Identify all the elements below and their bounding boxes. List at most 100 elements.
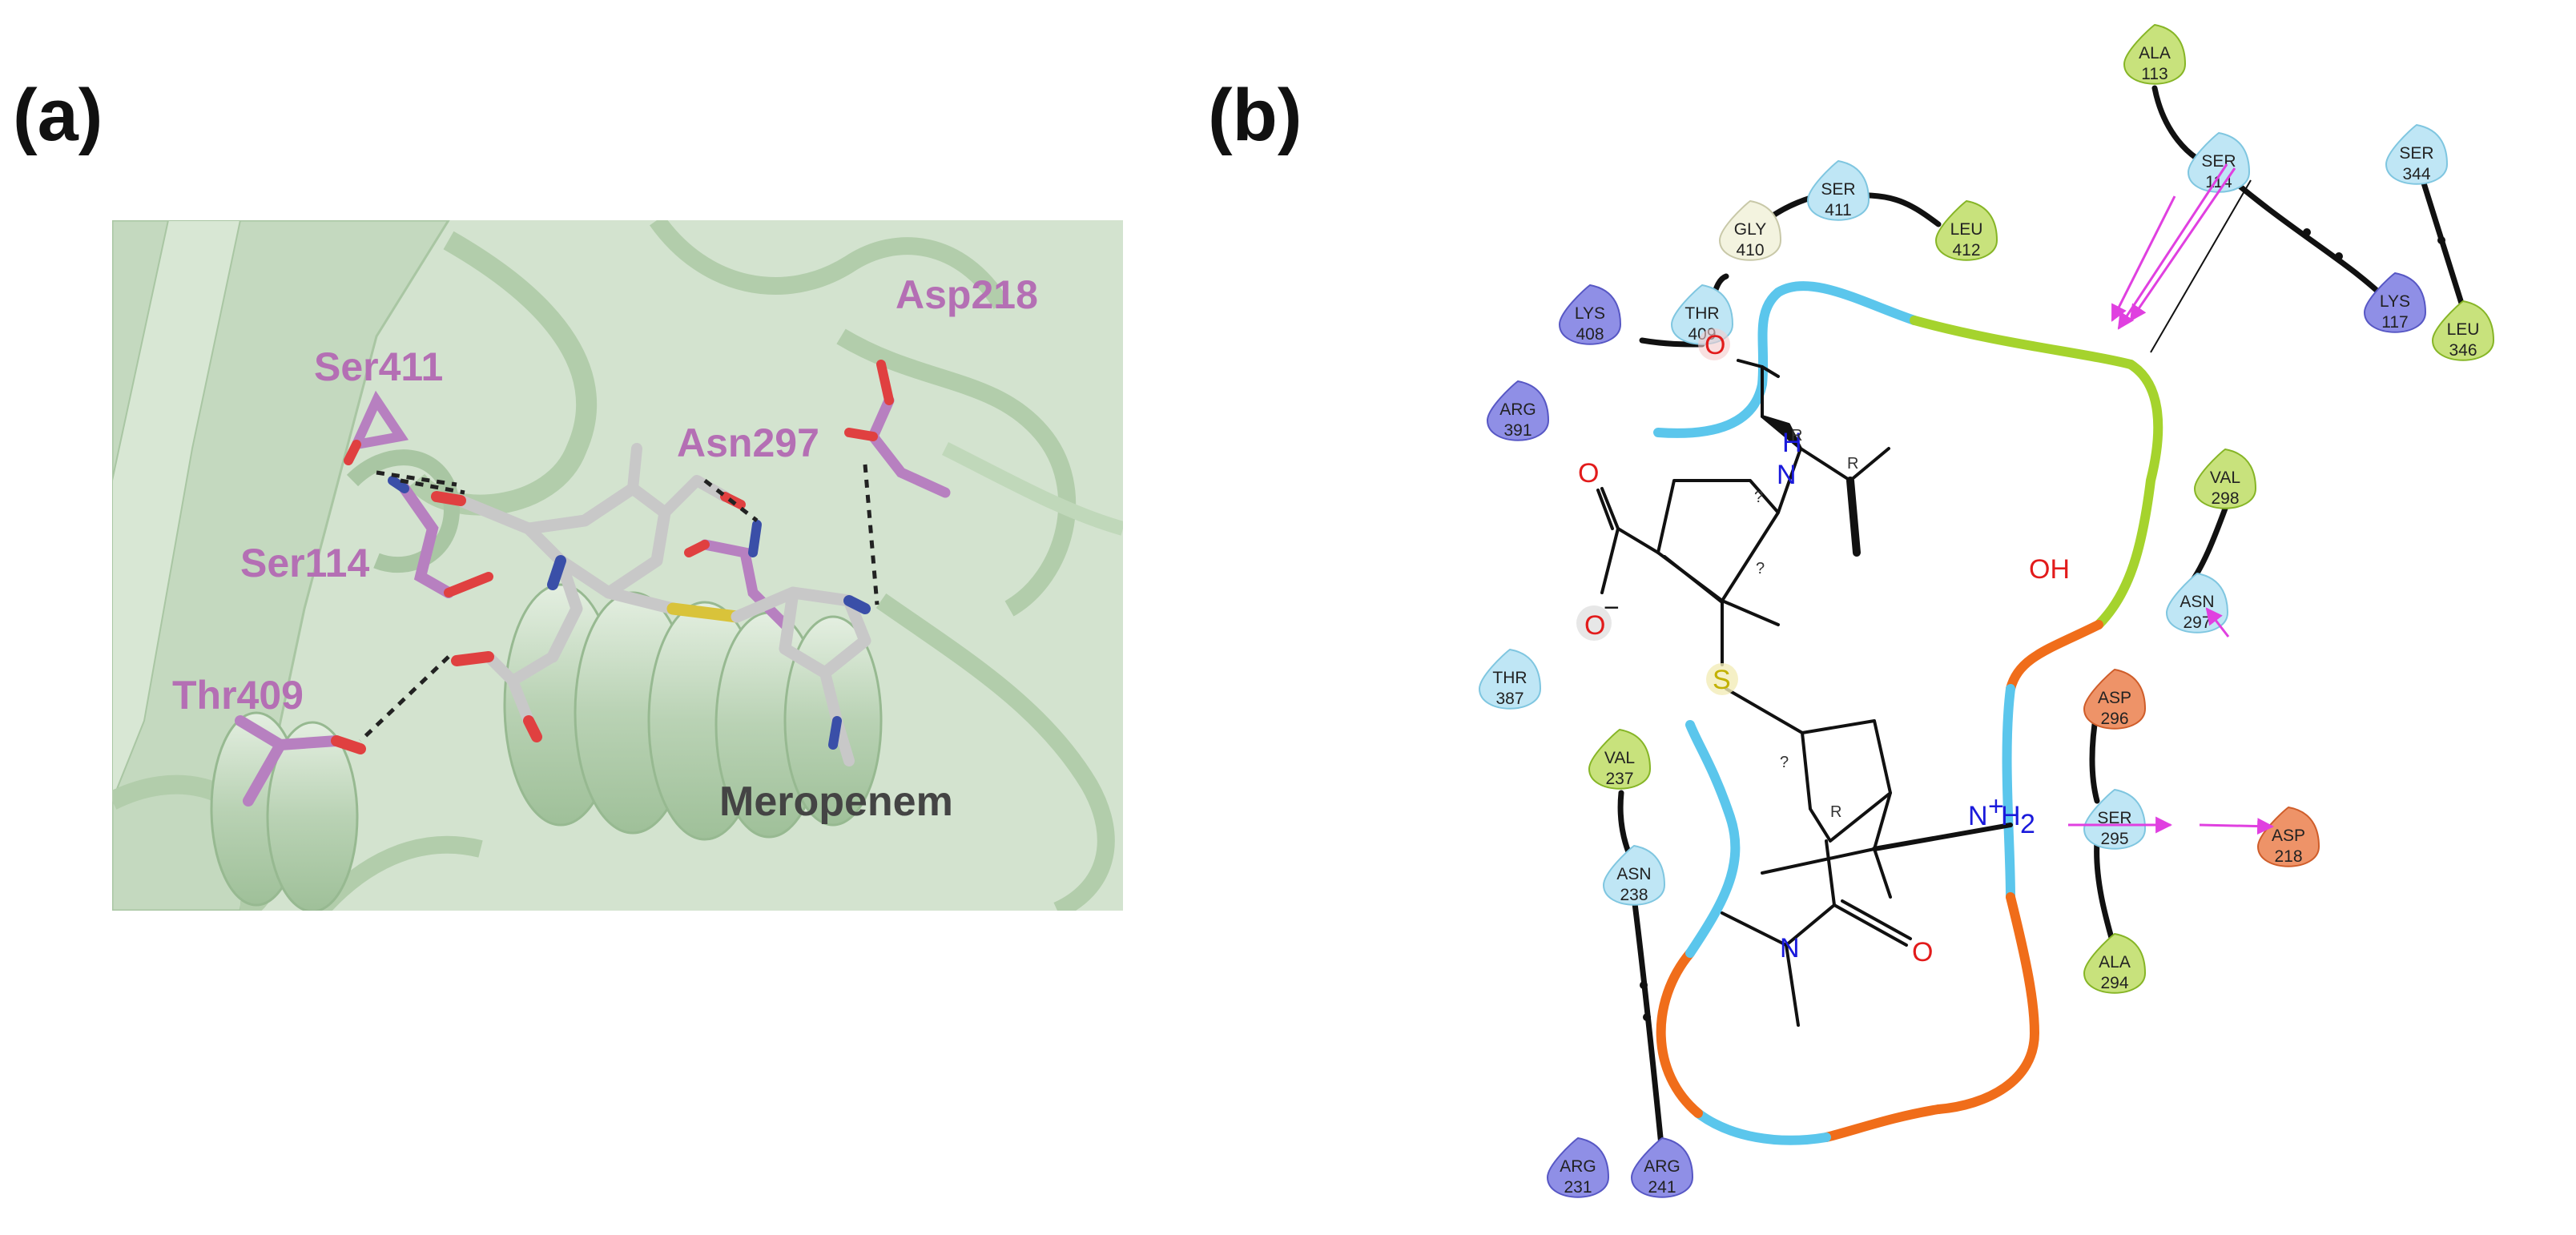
atom-o-carboxyl: O <box>1578 458 1599 489</box>
residue-node-number: 297 <box>2183 613 2211 632</box>
residue-node-name: ASN <box>1616 865 1651 883</box>
atom-o-aldehyde: O <box>1705 330 1725 360</box>
residue-node-leu-346: LEU 346 <box>2431 300 2495 361</box>
residue-node-gly-410: GLY 410 <box>1718 199 1782 261</box>
residue-label-ser411: Ser411 <box>314 344 443 389</box>
residue-node-number: 412 <box>1952 241 1980 259</box>
residue-node-number: 218 <box>2274 847 2302 866</box>
residue-node-shape <box>1602 844 1666 906</box>
residue-label-ser114: Ser114 <box>240 541 369 585</box>
atom-o-minus: O <box>1584 610 1605 641</box>
residue-node-shape <box>2083 788 2147 850</box>
residue-nodes: ALA113SER411SER114SER344GLY410LEU412LYS4… <box>1478 23 2495 1198</box>
atom-minus-charge: − <box>1604 593 1620 623</box>
residue-node-name: LYS <box>2380 292 2410 311</box>
panel-label-b: (b) <box>1208 74 1302 156</box>
residue-node-name: LEU <box>1950 220 1983 239</box>
residue-label-asp218: Asp218 <box>896 272 1038 317</box>
ligand-label-meropenem: Meropenem <box>719 778 953 825</box>
residue-node-shape <box>1486 380 1550 441</box>
residue-node-number: 410 <box>1736 241 1764 259</box>
residue-node-shape <box>1558 284 1622 345</box>
panel-label-a: (a) <box>13 74 103 156</box>
residue-node-number: 241 <box>1648 1178 1676 1197</box>
residue-node-shape <box>1588 728 1652 790</box>
residue-node-ser-344: SER 344 <box>2385 123 2449 185</box>
atom-n-pyrrolidine: N <box>1968 801 1988 831</box>
residue-node-name: ALA <box>2139 44 2171 62</box>
residue-node-asp-296: ASP 296 <box>2083 668 2147 730</box>
residue-node-name: THR <box>1492 669 1527 687</box>
stereo-label: ? <box>1780 754 1789 771</box>
residue-node-number: 411 <box>1825 201 1851 219</box>
residue-node-number: 408 <box>1576 325 1604 344</box>
ligand-skeleton <box>1596 359 2013 1027</box>
ligand-atom-labels: O H N O O − OH S N + H 2 N O <box>1576 328 2070 967</box>
residue-node-name: SER <box>2399 144 2433 163</box>
panel-a-structure-view: Ser411 Ser114 Thr409 Asn297 Asp218 Merop… <box>112 220 1123 911</box>
residue-node-number: 387 <box>1495 690 1523 708</box>
panel-b-interaction-diagram: ALA113SER411SER114SER344GLY410LEU412LYS4… <box>1478 23 2495 1198</box>
binding-pocket-outline <box>1653 281 2163 1145</box>
residue-node-name: GLY <box>1734 220 1766 239</box>
atom-n-amide: N <box>1780 933 1800 963</box>
ligand-sticks <box>431 443 871 766</box>
atom-oh: OH <box>2029 554 2070 585</box>
atom-n-plus: + <box>1988 791 2004 822</box>
residue-node-name: ASP <box>2098 689 2131 707</box>
stereo-labels: R R ? ? ? R <box>1754 427 1858 821</box>
stereo-label: R <box>1847 455 1858 473</box>
residue-node-val-298: VAL 298 <box>2193 448 2257 509</box>
residue-node-shape <box>2385 123 2449 185</box>
residue-node-number: 346 <box>2449 341 2477 360</box>
residue-node-name: VAL <box>2210 469 2240 487</box>
residue-node-shape <box>1934 199 1998 261</box>
residue-node-shape <box>1718 199 1782 261</box>
residue-node-ser-295: SER 295 <box>2083 788 2147 850</box>
residue-node-shape <box>2431 300 2495 361</box>
stereo-label: ? <box>1756 560 1765 577</box>
residue-node-lys-117: LYS 117 <box>2363 272 2427 333</box>
residue-node-name: SER <box>1821 180 1855 199</box>
residue-label-asn297: Asn297 <box>677 420 819 465</box>
residue-node-shape <box>2123 23 2187 85</box>
residue-node-name: THR <box>1684 304 1719 323</box>
residue-node-thr-387: THR 387 <box>1478 648 1542 710</box>
ser114-contact-line <box>2150 179 2252 353</box>
residue-node-number: 296 <box>2100 710 2128 728</box>
protein-ribbons <box>112 220 1123 911</box>
residue-node-name: ASN <box>2180 593 2214 611</box>
backbone-dots <box>1640 228 2445 1021</box>
residue-node-shape <box>1630 1136 1694 1198</box>
residue-node-ser-411: SER 411 <box>1806 159 1870 221</box>
residue-node-shape <box>2083 668 2147 730</box>
stereo-label: R <box>1791 427 1802 445</box>
residue-node-name: SER <box>2201 152 2236 171</box>
residue-node-name: ARG <box>1560 1157 1596 1176</box>
residue-node-shape <box>1478 648 1542 710</box>
residue-node-number: 298 <box>2211 489 2239 508</box>
residue-node-name: ALA <box>2099 953 2131 972</box>
residue-node-number: 237 <box>1605 770 1633 788</box>
hbond-arrows <box>2068 163 2275 835</box>
residue-node-asn-238: ASN 238 <box>1602 844 1666 906</box>
residue-node-shape <box>1546 1136 1610 1198</box>
residue-node-name: SER <box>2097 809 2131 827</box>
stereo-label: R <box>1830 803 1841 821</box>
residue-node-number: 117 <box>2381 313 2408 332</box>
atom-h-pyrroline: H <box>1782 428 1802 458</box>
atom-s: S <box>1713 665 1731 695</box>
residue-node-number: 391 <box>1503 421 1532 440</box>
residue-node-name: LEU <box>2447 320 2480 339</box>
atom-n-pyrroline: N <box>1777 460 1797 490</box>
residue-node-number: 295 <box>2100 830 2128 848</box>
residue-node-number: 238 <box>1620 886 1648 904</box>
residue-node-number: 344 <box>2402 165 2430 183</box>
residue-node-name: LYS <box>1575 304 1605 323</box>
